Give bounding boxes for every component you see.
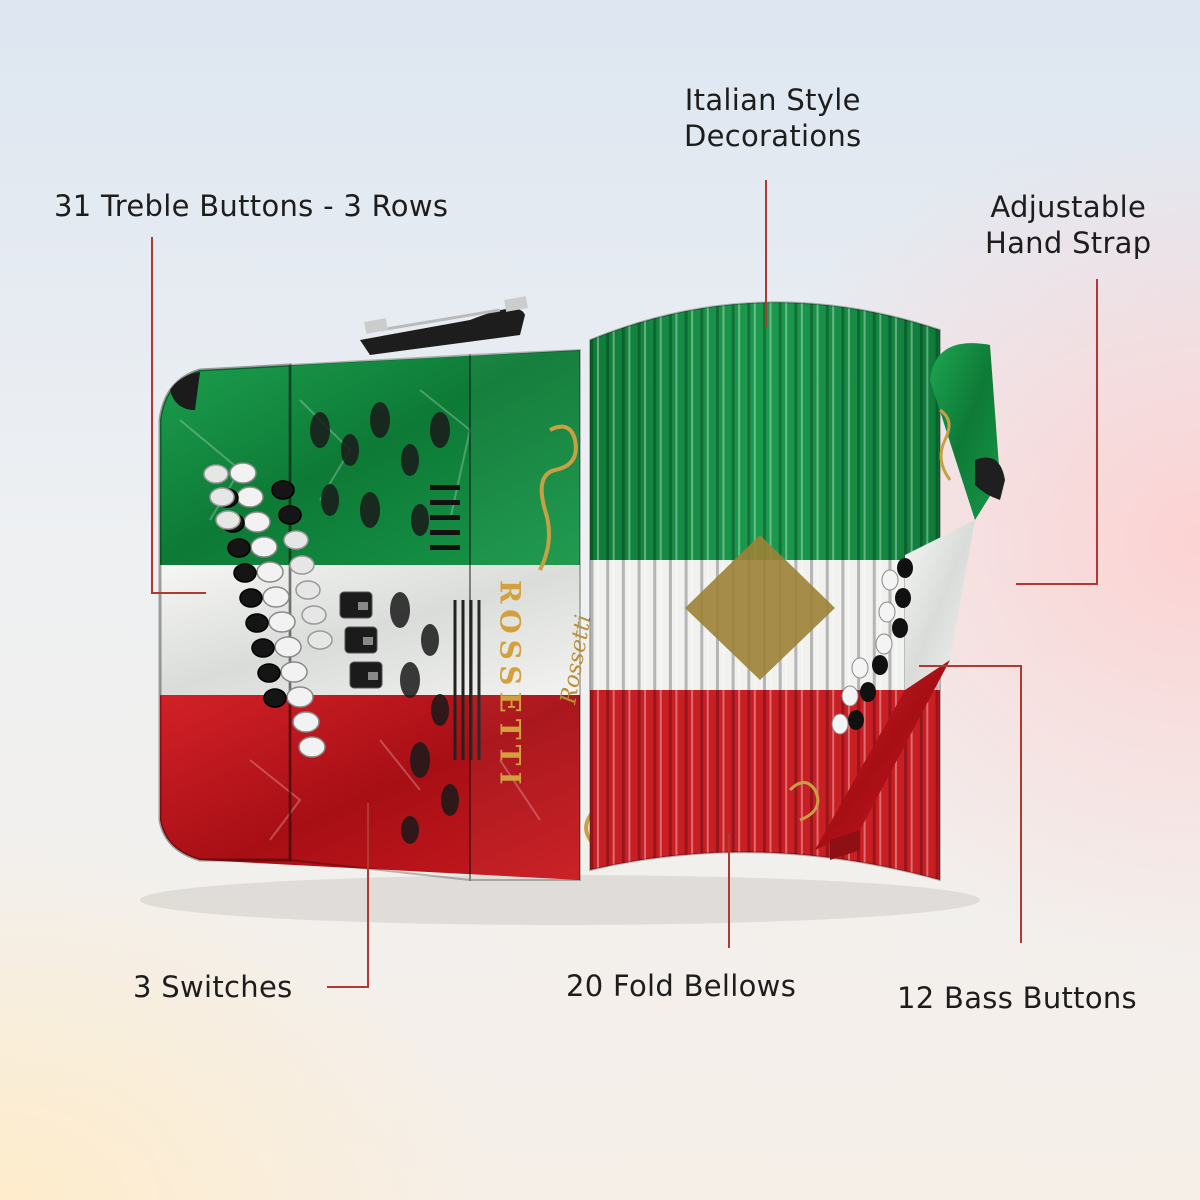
treble-side-panel (469, 348, 581, 881)
treble-slots (430, 485, 460, 550)
switches-label: 3 Switches (133, 970, 293, 1004)
bass-lower-ornament (788, 781, 820, 822)
register-switches (339, 591, 383, 689)
bass-buttons-label: 12 Bass Buttons (897, 981, 1137, 1015)
treble-vent-stripes (453, 600, 481, 760)
bass-buttons (831, 558, 913, 735)
hand-strap-label: Adjustable Hand Strap (985, 190, 1152, 260)
gold-scroll-ornament (538, 424, 578, 571)
bass-scroll-ornament (939, 408, 952, 481)
treble-buttons (203, 462, 333, 758)
gold-diamond-emblem (685, 535, 835, 680)
floor-shadow (140, 875, 980, 925)
rossetti-vertical-logo: ROSSETTI (494, 580, 527, 791)
top-handle (360, 296, 528, 355)
bass-hand-strap (975, 457, 1005, 500)
treble-buttons-label: 31 Treble Buttons - 3 Rows (54, 189, 449, 223)
decorations-label: Italian Style Decorations (684, 83, 862, 153)
bellows-label: 20 Fold Bellows (566, 969, 797, 1003)
treble-grille (310, 402, 459, 844)
